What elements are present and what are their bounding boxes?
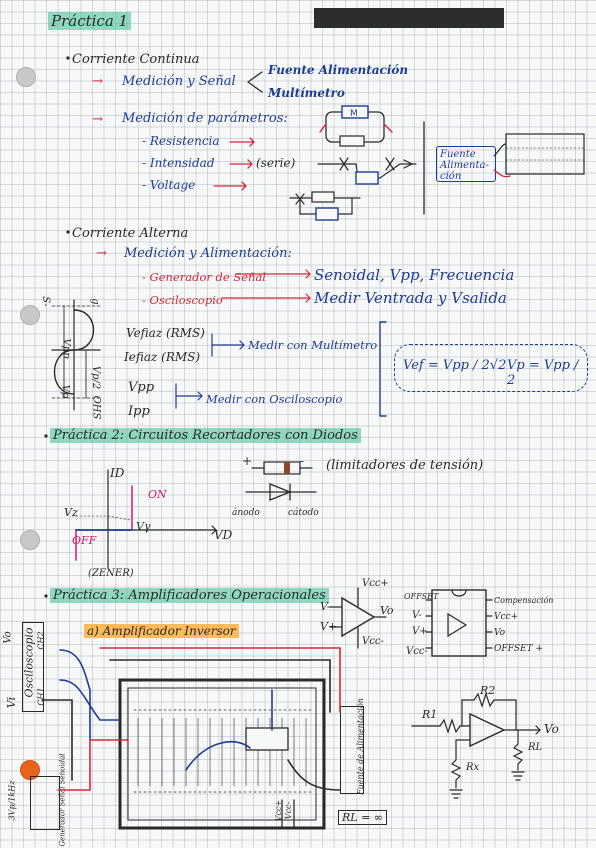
ac-generator-result: Senoidal, Vpp, Frecuencia: [314, 266, 515, 284]
ac-formula-box: Vef = Vpp / 2√2 Vp = Vpp / 2: [394, 344, 588, 392]
supply-box: [340, 706, 364, 794]
rl-note: RL = ∞: [338, 810, 387, 825]
dc-intensity: - Intensidad: [142, 156, 215, 170]
ac-v-rms: Vefiaz (RMS): [126, 326, 205, 340]
dc-multimeter: Multímetro: [268, 86, 345, 100]
dc-resistance: - Resistencia: [142, 134, 220, 148]
ac-arrow-1: →: [96, 246, 107, 261]
diode-on-label: ON: [148, 488, 167, 501]
diode-minus: -: [300, 454, 305, 468]
section2-limiters: (limitadores de tensión): [326, 458, 484, 473]
section2-title-text: Práctica 2: Circuitos Recortadores con D…: [50, 428, 361, 443]
diode-plus: +: [242, 454, 253, 468]
pinout-v-minus: V-: [412, 610, 422, 621]
binder-hole: [20, 305, 40, 325]
pinout-offset-plus: OFFSET +: [494, 644, 544, 654]
diode-zener-label: (ZENER): [88, 568, 134, 579]
ac-measure-supply: Medición y Alimentación:: [124, 246, 292, 261]
opamp-v-minus: V-: [320, 600, 331, 613]
pinout-compensation: Compensación: [494, 596, 554, 605]
svg-text:M: M: [350, 109, 358, 119]
diode-anode: ánodo: [232, 508, 260, 518]
dc-series: (serie): [256, 156, 296, 170]
section2-title: Práctica 2: Circuitos Recortadores con D…: [50, 428, 361, 443]
ac-rms-measure: Medir con Multímetro: [248, 338, 378, 352]
section3-subtitle: a) Amplificador Inversor: [84, 624, 239, 638]
pinout-v-plus: V+: [412, 626, 428, 637]
diode-vd-axis: VD: [214, 528, 233, 542]
opamp-vo: Vo: [380, 604, 394, 617]
schematic-vo: Vo: [544, 722, 559, 736]
opamp-vcc-minus: Vcc-: [362, 636, 384, 647]
rl-note-text: RL = ∞: [342, 811, 383, 824]
opamp-vcc-plus: Vcc+: [362, 578, 389, 589]
dc-param-measure: Medición de parámetros:: [122, 111, 288, 126]
dc-arrow-2: →: [92, 112, 103, 127]
redacted-name-box: [314, 8, 504, 28]
section3-subtitle-text: a) Amplificador Inversor: [84, 624, 239, 638]
generator-box: [30, 776, 60, 830]
dc-voltage: - Voltage: [142, 178, 196, 192]
dc-measure-signal: Medición y Señal: [122, 74, 236, 89]
ac-generator: - Generador de Señal: [142, 270, 266, 284]
ac-formula-vp: Vp = Vpp / 2: [507, 358, 579, 388]
ac-scope: - Osciloscopio: [142, 293, 223, 307]
ac-pp-measure: Medir con Osciloscopio: [206, 392, 343, 406]
section1-title-text: Práctica 1: [48, 12, 132, 30]
section3-title: Práctica 3: Amplificadores Operacionales: [50, 588, 329, 603]
schematic-rx: Rx: [466, 762, 480, 773]
dc-supply-label: Fuente Alimenta-ción: [440, 149, 489, 182]
dc-supply-box: Fuente Alimenta-ción: [436, 146, 496, 182]
dc-power-source: Fuente Alimentación: [268, 63, 409, 77]
binder-hole: [20, 530, 40, 550]
binder-hole: [16, 67, 36, 87]
diode-cathode: cátodo: [288, 508, 319, 518]
schematic-r2: R2: [480, 684, 496, 697]
ac-i-rms: Iefiaz (RMS): [124, 350, 201, 364]
schematic-rl: RL: [528, 742, 543, 753]
oscilloscope-box: [22, 622, 44, 712]
ac-title: Corriente Alterna: [72, 226, 189, 241]
opamp-v-plus: V+: [320, 620, 338, 633]
ac-scope-result: Medir Ventrada y Vsalida: [314, 289, 507, 307]
diode-vz-label: Vz: [64, 506, 78, 519]
pinout-vcc-minus: Vcc-: [406, 646, 428, 657]
dc-arrow-1: →: [92, 74, 103, 89]
dc-title: Corriente Continua: [72, 52, 200, 67]
ac-formula-vef: Vef = Vpp / 2√2: [403, 358, 507, 373]
schematic-r1: R1: [422, 708, 438, 721]
pinout-vo: Vo: [494, 628, 506, 638]
ac-vpp: Vpp: [128, 380, 155, 395]
diode-id-axis: ID: [110, 466, 125, 480]
section3-title-text: Práctica 3: Amplificadores Operacionales: [50, 588, 329, 603]
section1-title: Práctica 1: [48, 12, 132, 30]
pinout-vcc-plus: Vcc+: [494, 612, 519, 622]
diode-off-label: OFF: [72, 534, 97, 547]
pinout-offset-left: OFFSET: [404, 592, 439, 601]
ac-ipp: Ipp: [128, 404, 150, 419]
